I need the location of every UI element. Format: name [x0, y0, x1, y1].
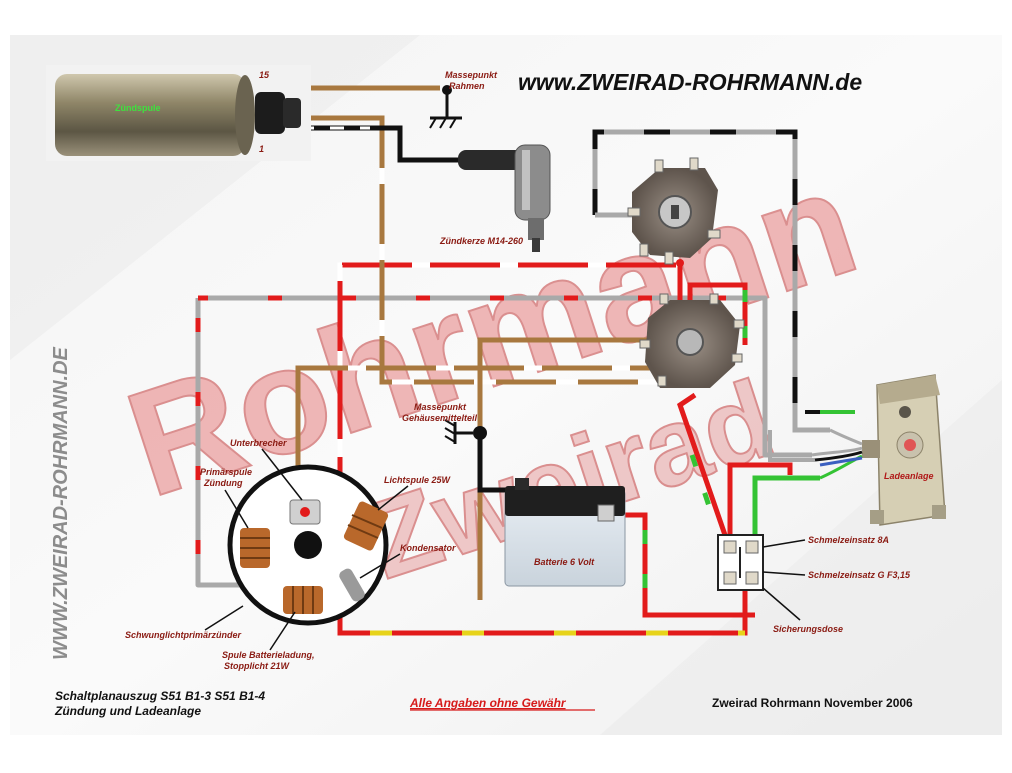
wire-brown [295, 85, 665, 600]
ground-frame-label-2: Rahmen [449, 81, 485, 91]
light-switch [639, 293, 745, 388]
ground-housing-label-2: Gehäusemittelteil [402, 413, 478, 423]
switch-center [676, 328, 704, 356]
footer-disclaimer: Alle Angaben ohne Gewähr [409, 696, 567, 710]
condenser-label: Kondensator [400, 543, 456, 553]
contact-breaker [289, 499, 321, 525]
light-coil [343, 501, 389, 551]
fuse-g-label: Schmelzeinsatz G F3,15 [808, 570, 911, 580]
ground-housing: Massepunkt Gehäusemittelteil [402, 402, 487, 444]
coil-terminal-cap [283, 98, 301, 128]
spark-plug-label: Zündkerze M14-260 [439, 236, 523, 246]
battery: Batterie 6 Volt [504, 478, 626, 587]
coil-end [235, 75, 255, 155]
ground-frame-label-1: Massepunkt [445, 70, 498, 80]
regulator-leads [811, 428, 863, 480]
coil-terminal-1: 1 [259, 144, 264, 154]
fuse-box [717, 534, 764, 591]
footer: Schaltplanauszug S51 B1-3 S51 B1-4 Zündu… [54, 689, 913, 718]
charging-regulator: Ladeanlage [862, 374, 946, 526]
ignition-coil: Zündspule 15 1 [46, 65, 311, 161]
coil-label: Zündspule [115, 103, 161, 113]
condenser [339, 568, 365, 602]
charge-coil-label-1: Spule Batterieladung, [222, 650, 315, 660]
coil-terminal-15: 15 [259, 70, 270, 80]
breaker-label: Unterbrecher [230, 438, 287, 448]
battery-label: Batterie 6 Volt [534, 557, 595, 567]
fuse-8a-label: Schmelzeinsatz 8A [808, 535, 889, 545]
coil-terminal-block [255, 92, 285, 134]
light-coil-label: Lichtspule 25W [384, 475, 452, 485]
primary-coil-label-2: Zündung [203, 478, 243, 488]
magneto-stator [227, 464, 389, 626]
ground-frame: Massepunkt Rahmen [429, 70, 498, 129]
website-vertical: WWW.ZWEIRAD-ROHRMANN.DE [50, 346, 72, 660]
charging-coil [283, 586, 323, 614]
primary-coil-label-1: Primärspule [200, 467, 252, 477]
charge-coil-label-2: Stopplicht 21W [224, 661, 291, 671]
ground-housing-label-1: Massepunkt [414, 402, 467, 412]
primary-coil [240, 528, 270, 568]
ignition-switch-top [627, 157, 721, 267]
wire-black [300, 125, 515, 493]
stator-hub [294, 531, 322, 559]
battery-top [505, 486, 625, 516]
regulator-label: Ladeanlage [884, 471, 934, 481]
magneto-label: Schwunglichtprimärzünder [125, 630, 242, 640]
spark-plug-cap [514, 144, 551, 221]
footer-title-2: Zündung und Ladeanlage [54, 704, 201, 718]
spark-plug: Zündkerze M14-260 [439, 144, 551, 252]
fuse-box-label: Sicherungsdose [773, 624, 843, 634]
footer-credit: Zweirad Rohrmann November 2006 [712, 696, 913, 710]
coil-body [55, 74, 245, 156]
stator-labels: Unterbrecher Primärspule Zündung Lichtsp… [125, 438, 456, 671]
spark-plug-thread [528, 218, 544, 240]
fuse-labels: Schmelzeinsatz 8A Schmelzeinsatz G F3,15… [762, 535, 911, 634]
spark-plug-cable-end [458, 150, 528, 170]
footer-title-1: Schaltplanauszug S51 B1-3 S51 B1-4 [55, 689, 265, 703]
website-header: www.ZWEIRAD-ROHRMANN.de [518, 69, 862, 95]
